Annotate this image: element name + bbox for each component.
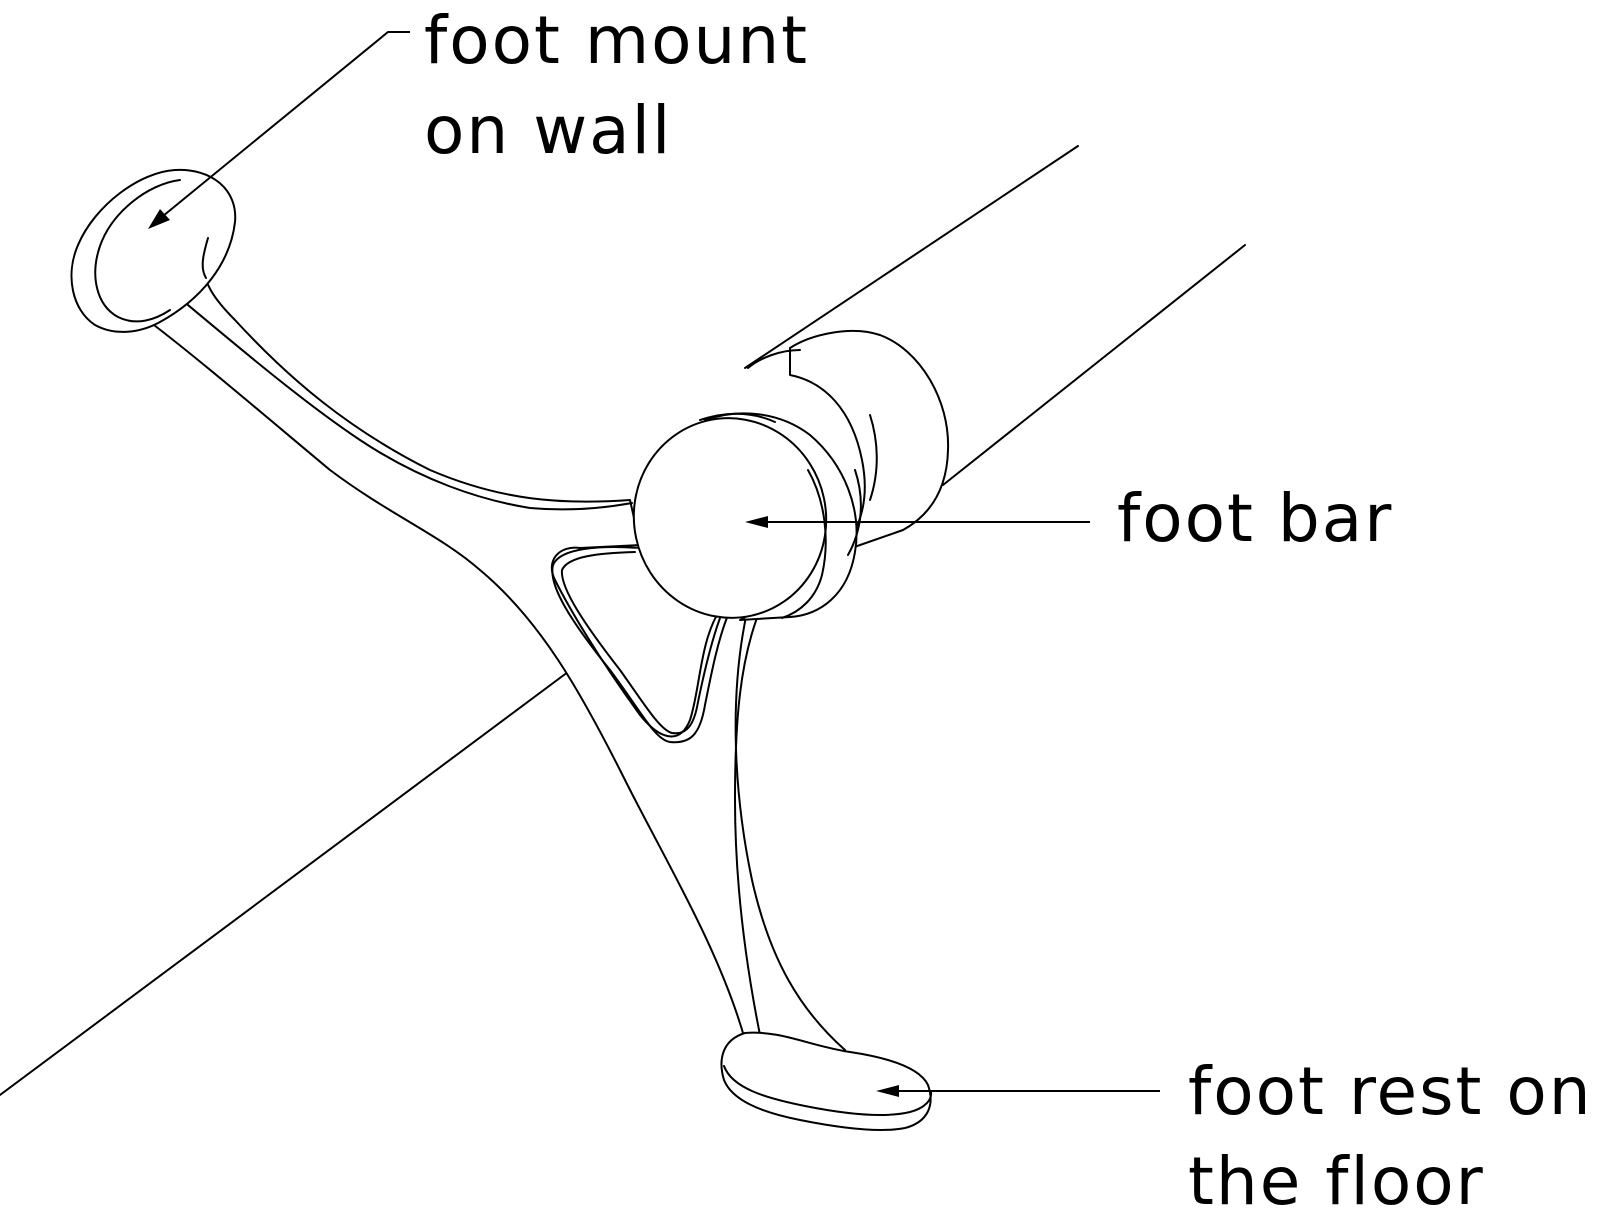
- label-line: on wall: [424, 92, 673, 169]
- leader-wall-mount: [148, 31, 410, 229]
- label-line: foot bar: [1117, 480, 1394, 557]
- leader-foot-rest: [876, 1085, 1160, 1097]
- wall-mount-plate: [70, 168, 237, 333]
- bracket-body: [149, 259, 846, 1051]
- label-foot-mount-on-wall: foot mount on wall: [424, 0, 809, 176]
- floor-foot-plate: [720, 1031, 933, 1132]
- leader-foot-bar: [745, 516, 1090, 528]
- wall-edge-line: [0, 662, 581, 1096]
- label-line: the floor: [1188, 1143, 1485, 1220]
- label-foot-rest-on-floor: foot rest on the floor: [1188, 1047, 1593, 1227]
- label-line: foot rest on: [1188, 1053, 1593, 1130]
- label-foot-bar: foot bar: [1117, 474, 1393, 564]
- foot-bar-tube: [632, 145, 1246, 621]
- label-line: foot mount: [424, 2, 810, 79]
